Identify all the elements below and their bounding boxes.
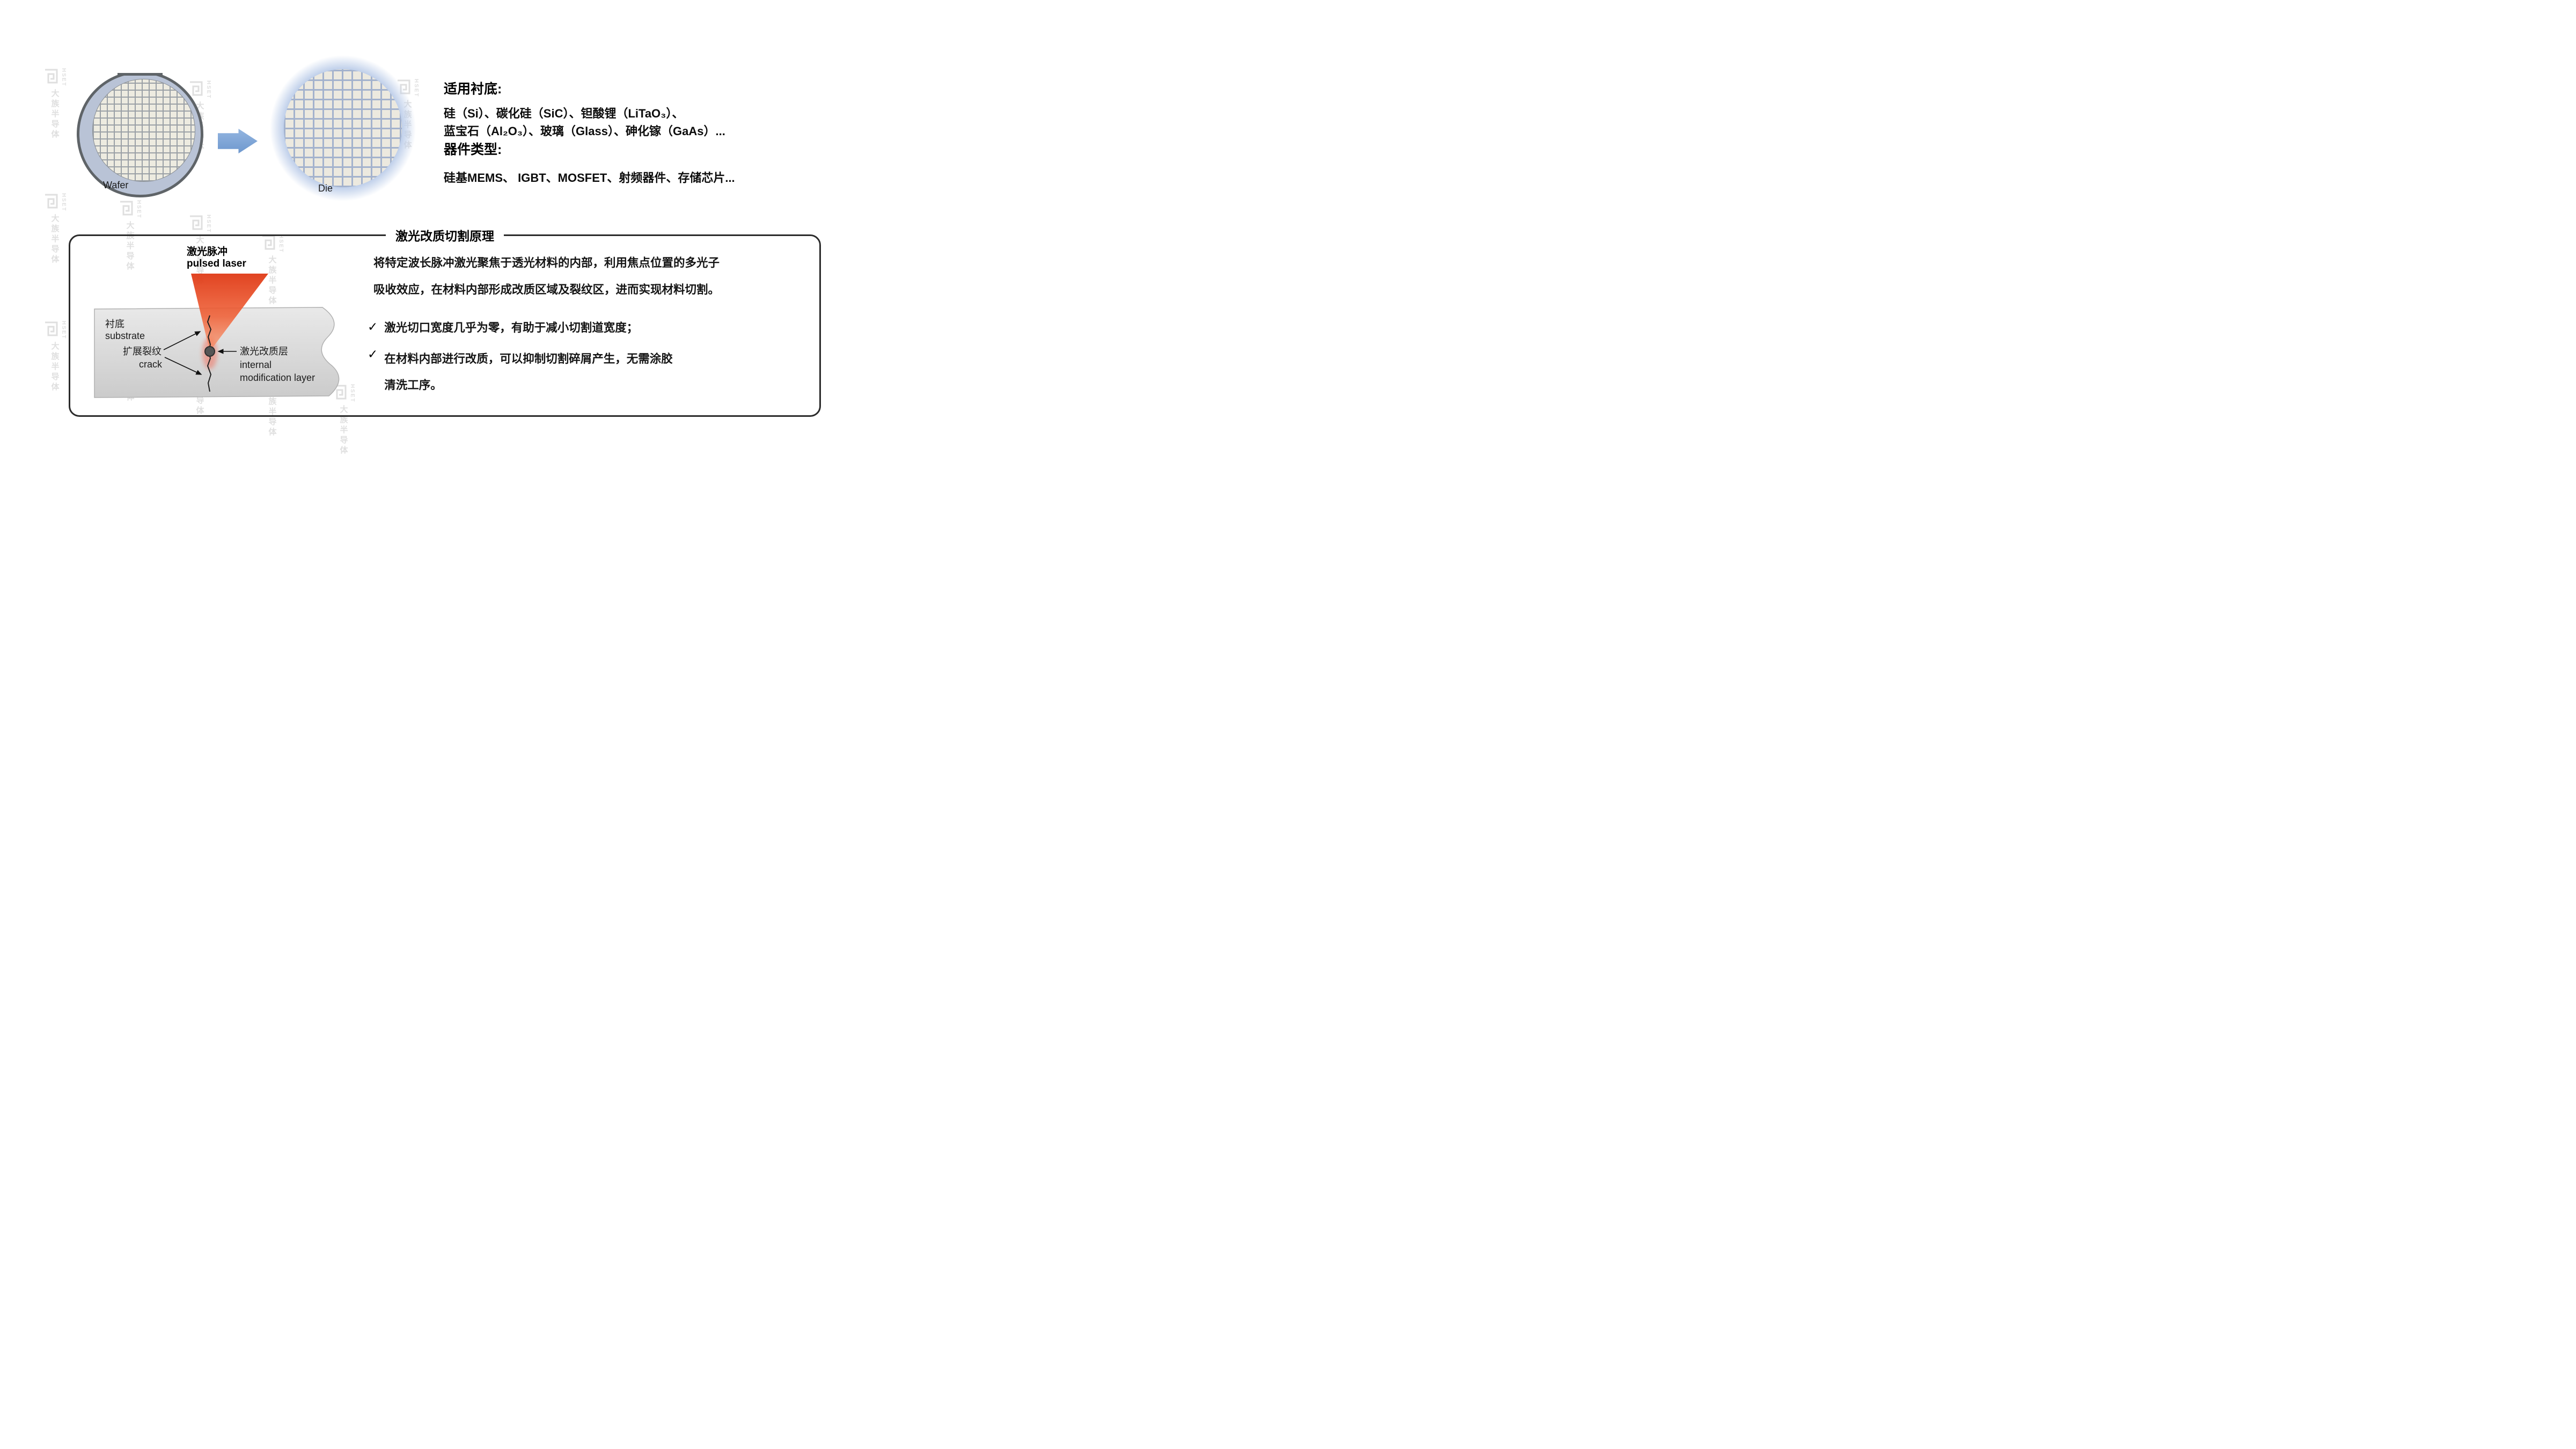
watermark-company: 大族半导体 bbox=[267, 255, 277, 306]
watermark-brand: HSET bbox=[61, 321, 67, 340]
principle-box-title: 激光改质切割原理 bbox=[386, 226, 504, 244]
substrate-label-zh: 衬底 bbox=[105, 319, 124, 329]
principle-description: 将特定波长脉冲激光聚焦于透光材料的内部，利用焦点位置的多光子 吸收效应，在材料内… bbox=[373, 249, 720, 303]
description-line-2: 吸收效应，在材料内部形成改质区域及裂纹区，进而实现材料切割。 bbox=[373, 283, 720, 296]
watermark-brand: HSET bbox=[278, 234, 284, 253]
die-diagram: Die bbox=[270, 55, 416, 201]
watermark-company: 大族半导体 bbox=[267, 386, 277, 438]
hset-logo-icon bbox=[45, 321, 58, 336]
content-layer: Wafer Die 适用衬底: 硅（Si）、碳化硅（SiC）、钽酸锂（LiTaO… bbox=[0, 0, 858, 483]
substrates-line-1: 硅（Si）、碳化硅（SiC）、钽酸锂（LiTaO₃）、 bbox=[444, 107, 684, 120]
crack-arrow-lower bbox=[164, 357, 202, 375]
substrates-heading: 适用衬底: bbox=[444, 82, 502, 97]
laser-label-en: pulsed laser bbox=[187, 258, 246, 269]
right-arrow-icon bbox=[218, 129, 258, 153]
description-line-1: 将特定波长脉冲激光聚焦于透光材料的内部，利用焦点位置的多光子 bbox=[373, 256, 720, 269]
watermark-logo: HSET bbox=[260, 234, 284, 253]
bullet-text-line-2: 清洗工序。 bbox=[384, 379, 442, 392]
hset-logo-icon bbox=[262, 235, 275, 250]
wafer-label: Wafer bbox=[103, 180, 129, 190]
watermark-brand: HSET bbox=[61, 193, 67, 212]
bullet-text: 在材料内部进行改质，可以抑制切割碎屑产生，无需涂胶 清洗工序。 bbox=[384, 346, 673, 399]
modification-label-en-2: modification layer bbox=[240, 372, 315, 383]
hset-logo-icon bbox=[120, 201, 133, 216]
watermark-brand: HSET bbox=[413, 79, 419, 98]
crack-label-zh: 扩展裂纹 bbox=[123, 346, 162, 357]
check-icon: ✓ bbox=[368, 320, 378, 334]
die-label: Die bbox=[318, 183, 333, 194]
slide: HSET大族半导体HSET大族半导体HSET大族半导体HSET大族半导体HSET… bbox=[0, 0, 858, 483]
hset-logo-icon bbox=[190, 81, 203, 96]
watermark-logo: HSET bbox=[118, 200, 142, 219]
bullet-item: ✓ 在材料内部进行改质，可以抑制切割碎屑产生，无需涂胶 清洗工序。 bbox=[368, 346, 673, 399]
watermark-brand: HSET bbox=[206, 80, 211, 99]
bullet-text-line-1: 在材料内部进行改质，可以抑制切割碎屑产生，无需涂胶 bbox=[384, 352, 673, 365]
laser-label-zh: 激光脉冲 bbox=[187, 245, 227, 258]
watermark-company: 大族半导体 bbox=[339, 404, 348, 456]
wafer-grid bbox=[92, 79, 195, 182]
modification-dot bbox=[204, 346, 215, 357]
modification-label-zh: 激光改质层 bbox=[240, 346, 288, 357]
watermark-brand: HSET bbox=[61, 68, 67, 87]
watermark-logo: HSET bbox=[43, 68, 67, 87]
watermark-brand: HSET bbox=[349, 384, 355, 403]
watermark-company: 大族半导体 bbox=[50, 341, 60, 393]
watermark-logo: HSET bbox=[332, 384, 355, 403]
hset-logo-icon bbox=[45, 69, 58, 84]
watermark-company: 大族半导体 bbox=[125, 220, 135, 272]
watermark-brand: HSET bbox=[136, 200, 142, 219]
watermark-company: 大族半导体 bbox=[50, 89, 60, 140]
crack-label-en: crack bbox=[139, 359, 163, 370]
substrates-line-2: 蓝宝石（Al₂O₃）、玻璃（Glass）、砷化镓（GaAs）... bbox=[444, 124, 725, 138]
watermark-brand: HSET bbox=[206, 215, 211, 233]
hset-logo-icon bbox=[190, 215, 203, 230]
bullet-item: ✓ 激光切口宽度几乎为零，有助于减小切割道宽度； bbox=[368, 319, 638, 335]
hset-logo-icon bbox=[334, 385, 347, 400]
watermark-logo: HSET bbox=[43, 193, 67, 212]
laser-diagram: 激光脉冲 pulsed laser 衬底 substrate 扩展裂纹 crac… bbox=[94, 245, 340, 398]
devices-line: 硅基MEMS、 IGBT、MOSFET、射频器件、存储芯片... bbox=[444, 171, 735, 185]
bullet-text: 激光切口宽度几乎为零，有助于减小切割道宽度； bbox=[384, 321, 639, 334]
hset-logo-icon bbox=[45, 194, 58, 209]
watermark-company: 大族半导体 bbox=[195, 235, 204, 286]
watermark-logo: HSET bbox=[43, 321, 67, 340]
crack-arrow-upper bbox=[163, 331, 201, 350]
watermark-company: 大族半导体 bbox=[50, 214, 60, 265]
modification-label-en-1: internal bbox=[240, 359, 271, 370]
watermark-logo: HSET bbox=[188, 80, 211, 99]
substrate-label-en: substrate bbox=[105, 330, 145, 341]
check-icon: ✓ bbox=[368, 347, 378, 361]
watermark-logo: HSET bbox=[188, 215, 211, 233]
devices-heading: 器件类型: bbox=[444, 142, 502, 157]
wafer-flat bbox=[118, 71, 163, 76]
principle-box: 激光改质切割原理 bbox=[69, 226, 821, 417]
die-grid bbox=[284, 69, 402, 187]
wafer-diagram: Wafer bbox=[77, 71, 203, 197]
